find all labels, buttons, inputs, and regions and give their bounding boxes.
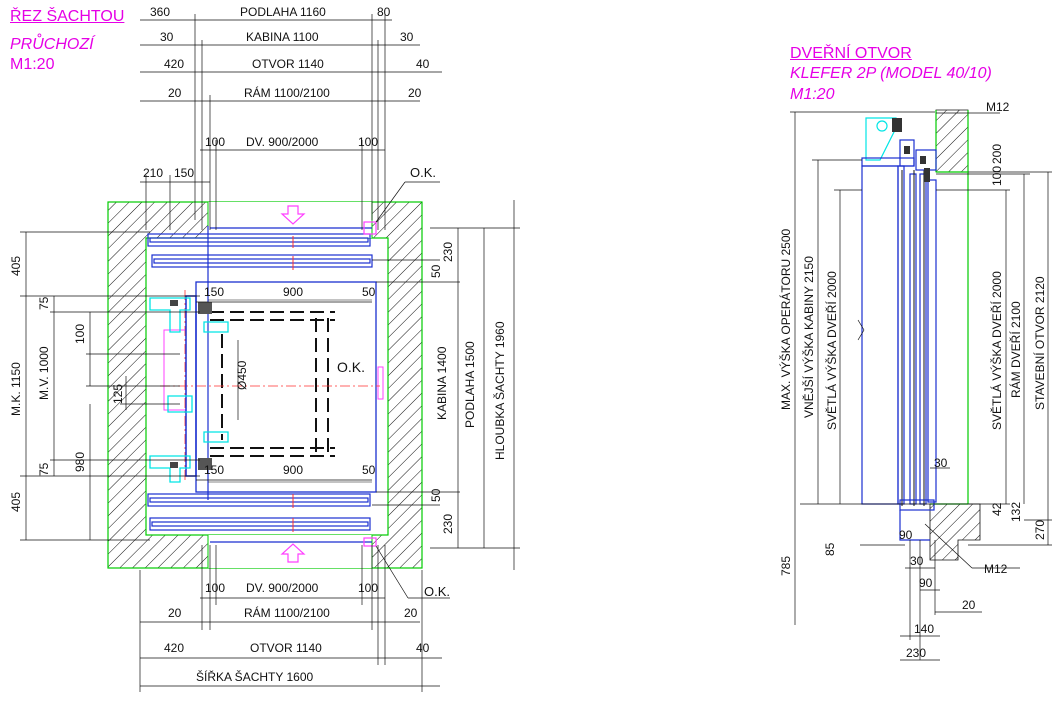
dim-30-sill: 30	[910, 554, 924, 568]
top-dimension-lines	[140, 14, 442, 230]
dim-900-top: 900	[283, 285, 303, 299]
dim-75-bottom: 75	[37, 462, 51, 476]
shaft-section	[20, 14, 520, 692]
landing-door-top	[147, 221, 377, 500]
dim-85: 85	[823, 542, 837, 556]
dim-mv-1000: M.V. 1000	[37, 346, 51, 400]
left-vertical-texts: 405 M.K. 1150 405 75 M.V. 1000 75 100 12…	[9, 242, 507, 534]
dim-200: 200	[990, 144, 1004, 164]
dim-150: 150	[174, 166, 194, 180]
dim-hloubka-sachty-1960: HLOUBKA ŠACHTY 1960	[492, 321, 507, 460]
dim-270: 270	[1033, 520, 1047, 540]
dim-50-right-bottom: 50	[429, 488, 443, 502]
dim-svetla-vyska-left: SVĚTLÁ VÝŠKA DVEŘÍ 2000	[824, 271, 839, 430]
dim-mk-1150: M.K. 1150	[9, 362, 23, 416]
dim-40-bottom: 40	[416, 641, 430, 655]
dim-150-inner-top: 150	[204, 285, 224, 299]
dim-20-left: 20	[168, 86, 182, 100]
dim-132: 132	[1009, 502, 1023, 522]
dim-20-right: 20	[408, 86, 422, 100]
right-title: DVEŘNÍ OTVOR	[790, 45, 912, 62]
left-scale: M1:20	[10, 56, 55, 73]
dim-420: 420	[164, 57, 184, 71]
door-opening-section	[790, 109, 1052, 661]
bottom-dimension-lines	[139, 545, 450, 692]
dim-otvor-bottom: OTVOR 1140	[250, 641, 322, 655]
dim-125: 125	[111, 384, 125, 404]
right-dimension-lines	[372, 200, 520, 570]
dim-230-right-top: 230	[441, 242, 455, 262]
dim-kabina-1400: KABINA 1400	[435, 346, 449, 420]
left-dimension-texts: 360 PODLAHA 1160 80 30 KABINA 1100 30 42…	[143, 5, 450, 684]
dim-100-right: 100	[358, 135, 378, 149]
dim-50-right-top: 50	[429, 264, 443, 278]
dim-150-inner-bottom: 150	[204, 463, 224, 477]
label-m12-bottom: M12	[984, 562, 1008, 576]
shaft-walls	[107, 201, 423, 569]
dim-230-right-bottom: 230	[441, 514, 455, 534]
dim-100-bottom-left: 100	[205, 581, 225, 595]
dim-dv-bottom: DV. 900/2000	[246, 581, 319, 595]
left-subtitle: PRŮCHOZÍ	[10, 36, 94, 53]
dim-230-sill: 230	[906, 646, 926, 660]
right-vertical-texts: MAX. VÝŠKA OPERÁTORU 2500 VNĚJŠÍ VÝŠKA K…	[778, 144, 1047, 576]
dim-90-bottom: 90	[919, 576, 933, 590]
dim-210: 210	[143, 166, 163, 180]
dim-max-vyska-operatoru: MAX. VÝŠKA OPERÁTORU 2500	[778, 228, 793, 410]
dim-100-right-drawing: 100	[990, 166, 1004, 186]
dim-75-top: 75	[37, 296, 51, 310]
dim-30-right-drawing: 30	[934, 456, 948, 470]
ok-label-top: O.K.	[410, 165, 436, 180]
dim-980: 980	[73, 452, 87, 472]
dim-phi-450: Ø450	[235, 360, 249, 390]
dim-420-bottom: 420	[164, 641, 184, 655]
left-dimension-lines	[20, 231, 200, 541]
dim-ram-1100-2100: RÁM 1100/2100	[244, 85, 330, 100]
dim-ram-bottom: RÁM 1100/2100	[244, 605, 330, 620]
dim-50-inner-top: 50	[362, 285, 376, 299]
entrance-arrow-top	[280, 205, 306, 225]
dim-20-bottom-left: 20	[168, 606, 182, 620]
dim-80: 80	[377, 5, 391, 19]
dim-360: 360	[150, 5, 170, 19]
dim-100-vertical: 100	[73, 324, 87, 344]
dim-20-sill: 20	[962, 598, 976, 612]
dim-50-inner-bottom: 50	[362, 463, 376, 477]
ok-label-bottom: O.K.	[424, 584, 450, 599]
dim-vnejsi-vyska-kabiny: VNĚJŠÍ VÝŠKA KABINY 2150	[801, 256, 816, 418]
dim-140: 140	[914, 622, 934, 636]
dim-100-left: 100	[205, 135, 225, 149]
dim-900-bottom: 900	[283, 463, 303, 477]
dim-otvor-1140: OTVOR 1140	[252, 57, 324, 71]
dim-stavebni-otvor-2120: STAVEBNÍ OTVOR 2120	[1032, 276, 1047, 410]
dim-90-top: 90	[899, 528, 913, 542]
dim-ram-dveri-2100: RÁM DVEŘÍ 2100	[1008, 301, 1023, 398]
left-title: ŘEZ ŠACHTOU	[10, 8, 125, 25]
label-m12-top: M12	[986, 100, 1010, 114]
dim-svetla-vyska-right: SVĚTLÁ VÝŠKA DVEŘÍ 2000	[989, 271, 1004, 430]
dim-405-top: 405	[9, 256, 23, 276]
dim-785: 785	[779, 556, 793, 576]
dim-podlaha-1500: PODLAHA 1500	[463, 341, 477, 428]
dim-100-bottom-right: 100	[358, 581, 378, 595]
dim-405-bottom: 405	[9, 492, 23, 512]
dim-podlaha-1160: PODLAHA 1160	[240, 5, 326, 19]
dim-20-bottom-right: 20	[404, 606, 418, 620]
dim-42: 42	[990, 502, 1004, 516]
dim-30-right: 30	[400, 30, 414, 44]
entrance-arrow-bottom	[280, 543, 306, 563]
dim-30-left: 30	[160, 30, 174, 44]
dim-dv-900-2000: DV. 900/2000	[246, 135, 319, 149]
dim-kabina-1100: KABINA 1100	[246, 30, 319, 44]
ok-label-center: O.K.	[337, 359, 365, 375]
landing-door-bottom	[147, 493, 377, 547]
right-scale: M1:20	[790, 86, 835, 103]
right-subtitle: KLEFER 2P (MODEL 40/10)	[790, 65, 992, 82]
dim-sirka-sachty-1600: ŠÍŘKA ŠACHTY 1600	[196, 669, 313, 684]
right-dimension-texts: M12 M12 30 90 30 90 20 140 230	[899, 100, 1010, 660]
dim-40: 40	[416, 57, 430, 71]
